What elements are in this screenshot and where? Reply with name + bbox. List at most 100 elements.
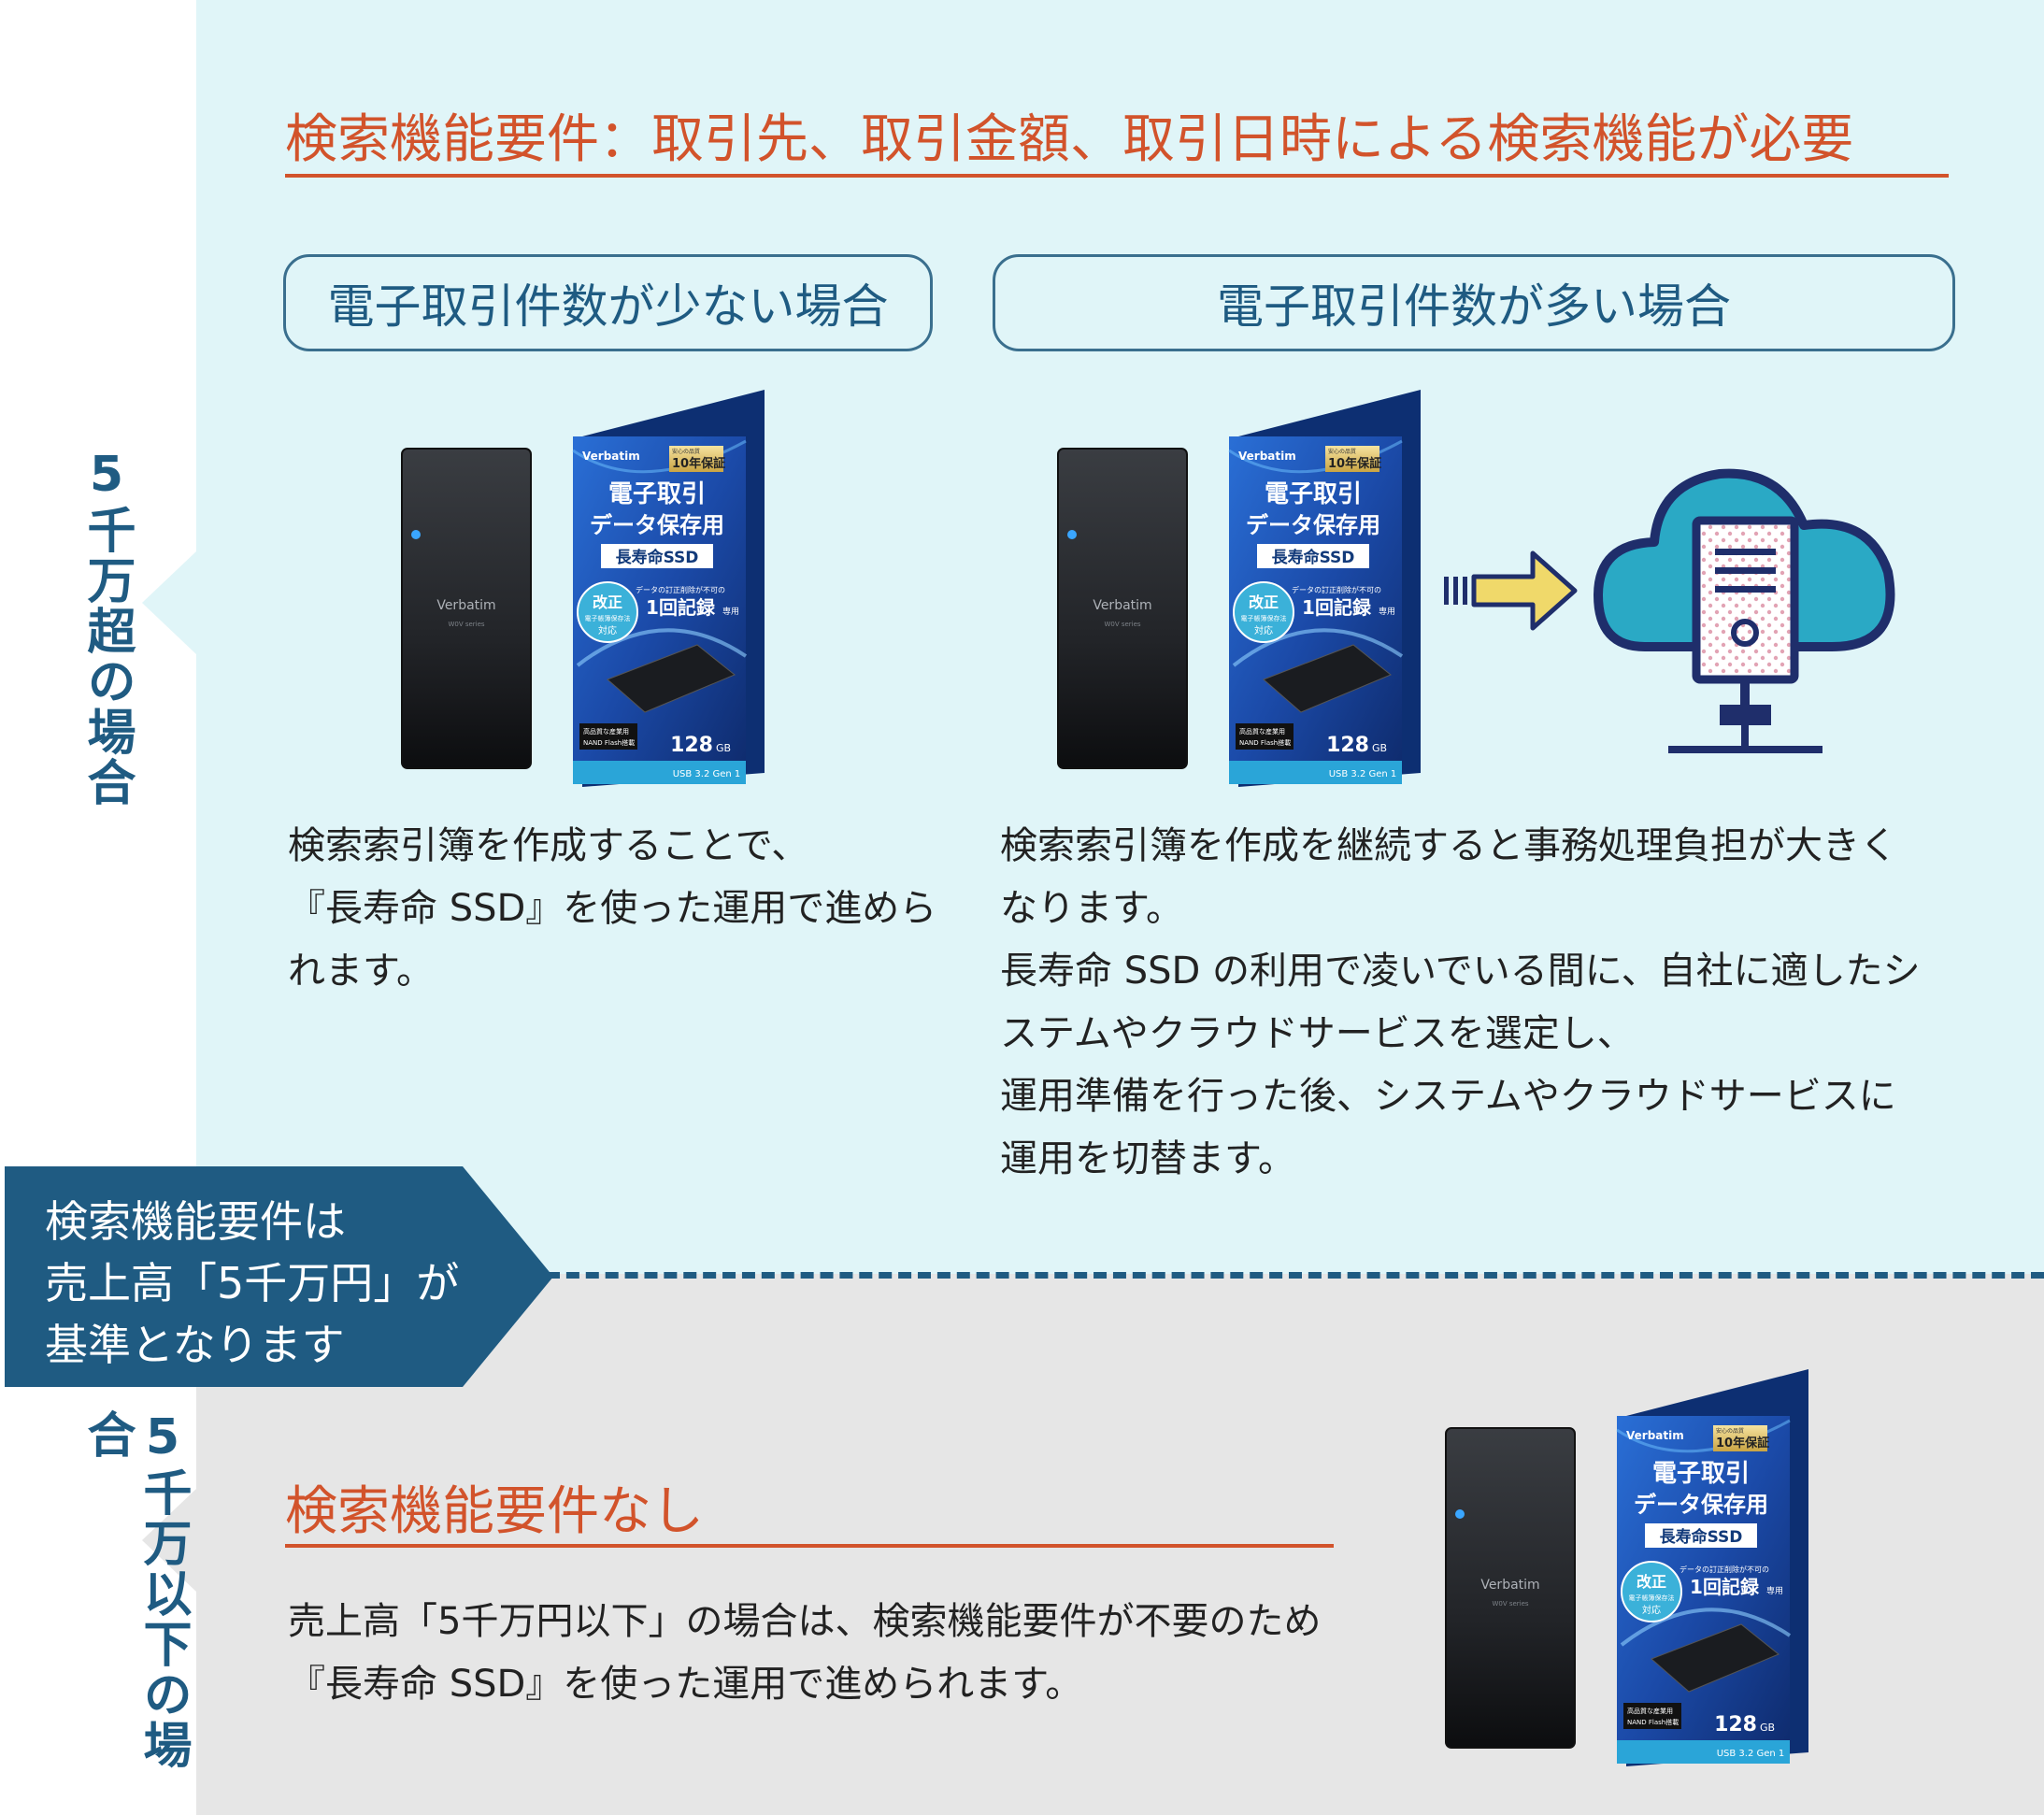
ssd-device (1057, 448, 1188, 769)
right-arrow-icon (1444, 550, 1578, 631)
flash-line-2: NAND Flash搭載 (583, 738, 635, 747)
case-few-label: 電子取引件数が少ない場合 (283, 254, 933, 351)
under-section-pointer (142, 1489, 196, 1592)
over-heading-rule (285, 174, 1949, 178)
usb-label: USB 3.2 Gen 1 (1717, 1749, 1785, 1759)
long-life-ssd-product-image: Verbatim W0V series Verbatim 安心の品質 10年保証… (1057, 390, 1421, 787)
package-brand: Verbatim (1238, 450, 1296, 463)
package-brand: Verbatim (582, 450, 640, 463)
record-text: 1回記録 (1690, 1576, 1760, 1598)
text-line: 運用準備を行った後、システムやクラウドサービスに (1000, 1075, 1896, 1118)
over-heading: 検索機能要件：取引先、取引金額、取引日時による検索機能が必要 (285, 109, 1854, 170)
led-indicator-icon (1067, 530, 1077, 539)
device-brand: Verbatim (436, 598, 495, 613)
record-note: データの訂正削除が不可の (636, 585, 725, 594)
device-brand: Verbatim (1093, 598, 1151, 613)
capacity: 128 (670, 734, 713, 757)
badge-line-1: 改正 (593, 593, 622, 611)
record-suffix: 専用 (1379, 606, 1395, 617)
callout-box (5, 1166, 553, 1387)
warranty-text: 10年保証 (1328, 456, 1381, 471)
text-line: 運用を切替ます。 (1000, 1137, 1295, 1180)
badge-line-2: 電子帳簿保存法 (1629, 1593, 1675, 1602)
ssd-device (1445, 1427, 1576, 1749)
text-line: ステムやクラウドサービスを選定し、 (1000, 1012, 1635, 1055)
warranty-small: 安心の品質 (1716, 1427, 1744, 1435)
cloud-server-icon (1594, 468, 1895, 753)
case-many-description: 検索索引簿を作成を継続すると事務処理負担が大きく なります。 長寿命 SSD の… (1000, 815, 1921, 1191)
device-series: W0V series (448, 621, 484, 628)
text-line: 『長寿命 SSD』を使った運用で進めら (288, 887, 937, 930)
warranty-badge (1713, 1425, 1767, 1451)
device-series: W0V series (1492, 1600, 1528, 1608)
record-note: データの訂正削除が不可の (1680, 1565, 1769, 1574)
long-life-ssd-product-image: Verbatim W0V series Verbatim 安心の品質 10年保証… (1445, 1369, 1808, 1766)
threshold-divider (547, 1272, 2044, 1279)
box-subtitle: 長寿命SSD (1660, 1527, 1743, 1547)
box-title-2: データ保存用 (590, 512, 724, 538)
badge-line-3: 対応 (1642, 1604, 1661, 1616)
badge-line-1: 改正 (1249, 593, 1279, 611)
case-few-description: 検索索引簿を作成することで、 『長寿命 SSD』を使った運用で進めら れます。 (288, 815, 936, 1003)
law-badge (1233, 581, 1294, 643)
record-text: 1回記録 (646, 596, 716, 619)
usb-strip (573, 761, 746, 784)
under-heading-rule (285, 1544, 1334, 1548)
package-brand: Verbatim (1626, 1429, 1684, 1442)
callout-text: 検索機能要件は 売上高「5千万円」が 基準となります (45, 1191, 459, 1376)
text-line: れます。 (288, 950, 434, 993)
text-line: 売上高「5千万円以下」の場合は、検索機能要件が不要のため (288, 1600, 1322, 1643)
text-line: 長寿命 SSD の利用で凌いでいる間に、自社に適したシ (1000, 950, 1921, 993)
text-line: 『長寿命 SSD』を使った運用で進められます。 (288, 1663, 1083, 1706)
badge-line-3: 対応 (1254, 624, 1273, 636)
led-indicator-icon (411, 530, 421, 539)
ssd-device (401, 448, 532, 769)
package-device-photo (607, 644, 736, 713)
flash-line-1: 高品質な産業用 (1627, 1707, 1673, 1715)
callout-line: 基準となります (45, 1320, 345, 1370)
callout-line: 検索機能要件は (45, 1196, 346, 1247)
subtitle-banner (601, 544, 713, 568)
package-device-photo (1263, 644, 1392, 713)
under-heading: 検索機能要件なし (285, 1481, 704, 1542)
over-side-label: 5千万超の場合 (79, 447, 135, 807)
flash-line-1: 高品質な産業用 (583, 727, 629, 736)
record-suffix: 専用 (722, 606, 739, 617)
capacity-unit: GB (716, 742, 731, 754)
box-title-1: 電子取引 (1265, 480, 1362, 508)
led-indicator-icon (1455, 1509, 1465, 1519)
warranty-text: 10年保証 (1716, 1436, 1769, 1451)
flash-label-bg (579, 723, 637, 750)
subtitle-banner (1645, 1523, 1757, 1548)
warranty-text: 10年保証 (672, 456, 725, 471)
text-line: 検索索引簿を作成を継続すると事務処理負担が大きく (1000, 824, 1897, 867)
warranty-small: 安心の品質 (1328, 448, 1356, 455)
record-note: データの訂正削除が不可の (1292, 585, 1381, 594)
badge-line-1: 改正 (1637, 1573, 1666, 1591)
usb-label: USB 3.2 Gen 1 (1329, 769, 1397, 779)
long-life-ssd-product-image: Verbatim W0V series Verbatim 安心の品質 10年保証… (401, 390, 765, 787)
flash-label-bg (1623, 1703, 1681, 1729)
capacity-unit: GB (1372, 742, 1387, 754)
text-line: 検索索引簿を作成することで、 (288, 824, 809, 867)
record-text: 1回記録 (1302, 596, 1372, 619)
capacity: 128 (1326, 734, 1369, 757)
box-subtitle: 長寿命SSD (1272, 548, 1355, 567)
under-description: 売上高「5千万円以下」の場合は、検索機能要件が不要のため 『長寿命 SSD』を使… (288, 1591, 1321, 1716)
box-title-2: データ保存用 (1634, 1492, 1768, 1518)
capacity-unit: GB (1760, 1722, 1775, 1734)
box-title-2: データ保存用 (1246, 512, 1380, 538)
flash-label-bg (1236, 723, 1294, 750)
device-brand: Verbatim (1480, 1578, 1539, 1593)
device-series: W0V series (1104, 621, 1140, 628)
usb-strip (1229, 761, 1402, 784)
law-badge (1621, 1561, 1682, 1622)
badge-line-2: 電子帳簿保存法 (1241, 614, 1287, 622)
text-line: なります。 (1000, 887, 1183, 930)
warranty-small: 安心の品質 (672, 448, 700, 455)
usb-label: USB 3.2 Gen 1 (673, 769, 741, 779)
box-subtitle: 長寿命SSD (616, 548, 699, 567)
box-title-1: 電子取引 (1652, 1460, 1750, 1488)
flash-line-1: 高品質な産業用 (1239, 727, 1285, 736)
record-suffix: 専用 (1766, 1585, 1783, 1596)
